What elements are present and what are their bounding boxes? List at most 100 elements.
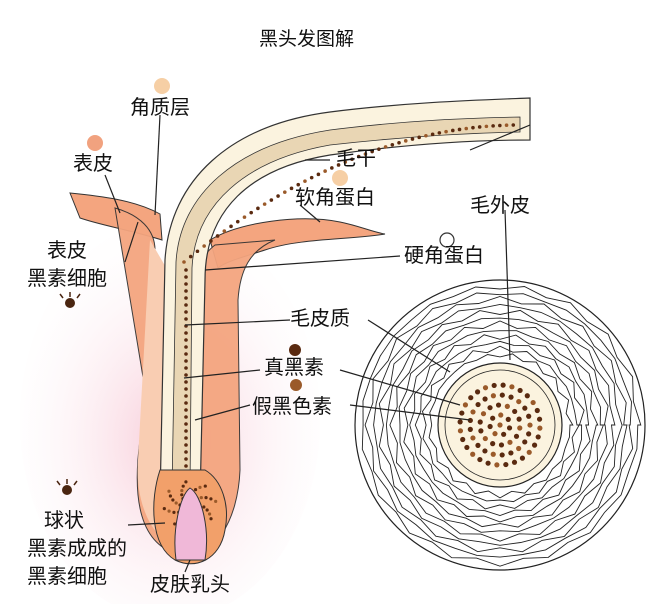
pigment-dot — [363, 152, 368, 156]
bulb-dot — [205, 508, 209, 512]
cross-dot — [460, 436, 466, 443]
pigment-dot — [471, 125, 475, 130]
cross-dot — [534, 407, 540, 414]
bulb-dot — [174, 501, 178, 505]
label-eumelanin: 真黑素 — [264, 355, 324, 379]
cross-dot — [482, 448, 488, 454]
cross-dot — [474, 389, 481, 395]
bulb-dot — [209, 497, 213, 501]
label-soft-keratin: 软角蛋白 — [295, 185, 375, 209]
cross-dot — [475, 401, 481, 408]
cross-dot — [499, 452, 505, 458]
cross-dot — [497, 422, 503, 428]
pigment-dot — [484, 124, 489, 129]
label-epidermal-melanocyte-2: 黑素细胞 — [27, 266, 107, 290]
label-stratum-corneum: 角质层 — [130, 95, 190, 119]
pigment-dot — [457, 127, 462, 132]
pigment-dot — [209, 239, 213, 243]
pigment-dot — [184, 464, 188, 468]
bulb-dot — [172, 510, 176, 514]
cuticle-ring — [403, 330, 599, 523]
cross-dot — [498, 412, 504, 418]
cross-dot — [482, 435, 488, 442]
pigment-dot — [184, 429, 188, 433]
melanocyte-icon-bottom — [56, 479, 78, 495]
bulb-dot — [202, 505, 206, 509]
pigment-dot — [184, 275, 188, 279]
cross-dot — [509, 384, 515, 390]
cross-dot — [470, 409, 476, 415]
bulb-dot — [171, 498, 175, 502]
bulb-dot — [204, 496, 208, 500]
cross-dot — [508, 450, 514, 456]
pigment-dot — [188, 254, 193, 259]
pigment-dot — [184, 331, 188, 335]
pigment-dot — [350, 157, 354, 162]
pigment-dot — [229, 224, 233, 229]
pigment-dot — [222, 229, 227, 233]
cross-dot — [470, 435, 476, 441]
pigment-dot — [184, 303, 188, 307]
bulb-dot — [167, 489, 171, 493]
bulb-dot — [193, 487, 198, 492]
cross-dot — [522, 439, 528, 445]
marker-eumelanin — [289, 344, 301, 356]
pigment-dot — [437, 131, 442, 135]
cross-dot — [526, 413, 532, 419]
pigment-dot — [276, 194, 280, 198]
cross-dot — [530, 399, 536, 406]
cuticle-ring — [409, 334, 591, 516]
cross-dot — [462, 402, 469, 408]
cross-dot — [495, 402, 502, 408]
pigment-dot — [184, 401, 188, 405]
pigment-dot — [184, 450, 188, 454]
cross-dot — [524, 393, 530, 399]
label-epidermal-melanocyte-1: 表皮 — [47, 238, 87, 262]
cuticle-ring — [361, 286, 642, 567]
cross-dot — [501, 431, 507, 437]
pigment-dot — [184, 310, 188, 314]
label-cuticle: 毛外皮 — [470, 193, 530, 217]
cross-cortex-inner — [444, 369, 556, 481]
cuticle-ring — [385, 309, 616, 542]
label-hard-keratin: 硬角蛋白 — [404, 243, 484, 267]
cross-dot — [527, 422, 533, 428]
cross-dot — [526, 431, 532, 437]
cross-dot — [459, 410, 465, 416]
pigment-dot — [184, 373, 188, 377]
cross-dot — [470, 451, 476, 457]
pigment-dot — [184, 359, 188, 363]
pigment-dot — [184, 366, 188, 370]
cross-dot — [517, 387, 523, 394]
bulb-dot — [168, 494, 172, 498]
pigment-dot — [184, 408, 188, 412]
pigment-dot — [511, 123, 516, 127]
cross-dot — [526, 449, 532, 455]
pigment-dot — [184, 422, 188, 426]
pigment-dot — [504, 123, 509, 128]
pigment-dot — [184, 436, 188, 440]
pigment-dot — [184, 338, 188, 342]
pigment-dot — [323, 169, 327, 173]
cross-dot — [477, 419, 483, 425]
pigment-dot — [184, 443, 188, 447]
pigment-dot — [417, 135, 422, 140]
pigment-dot — [182, 260, 186, 264]
cross-dot — [500, 382, 506, 388]
pigment-dot — [303, 179, 307, 183]
cross-dot — [485, 460, 491, 466]
pigment-dot — [390, 142, 395, 147]
bulb-dot — [184, 480, 188, 484]
pigment-dot — [343, 160, 348, 164]
hair-cortex-band — [171, 116, 521, 491]
label-cortex: 毛皮质 — [290, 306, 350, 330]
cross-dot — [467, 426, 473, 432]
cross-dot — [457, 419, 463, 425]
cross-dot — [467, 417, 473, 424]
bulb-dot — [162, 507, 166, 511]
pigment-dot — [410, 137, 415, 141]
cross-dot — [511, 459, 518, 465]
cross-dot — [482, 396, 488, 402]
pigment-dot — [269, 198, 274, 202]
cross-dot — [517, 425, 523, 431]
